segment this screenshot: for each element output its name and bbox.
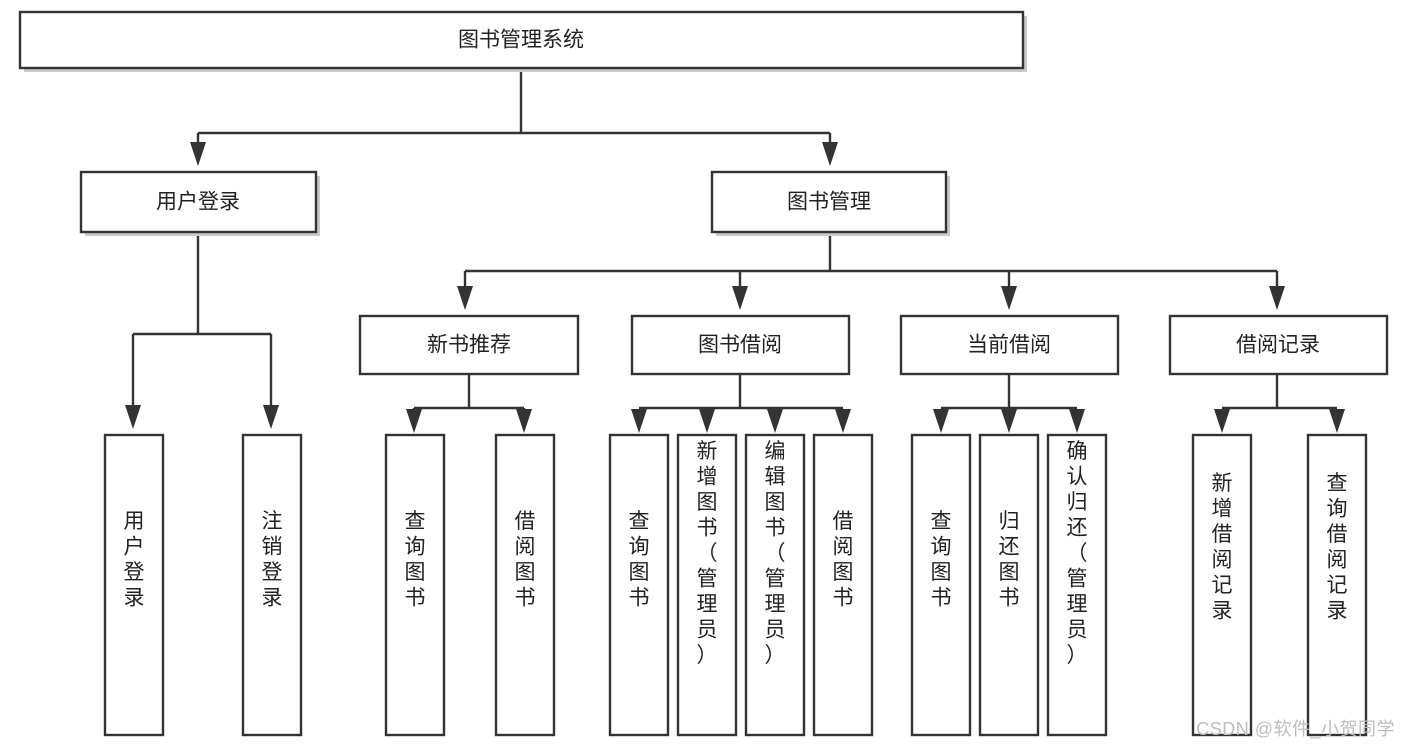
leaf-query-book-1-label: 查询图书 xyxy=(405,510,426,610)
book-borrow-box xyxy=(630,314,851,376)
arrow-root-to-user-login xyxy=(190,142,206,166)
node-leaf-edit-book[interactable]: 编辑图书（管理员） xyxy=(744,433,806,737)
arrow-bookmanage-child-1 xyxy=(457,286,473,310)
book-borrow-label: 图书借阅 xyxy=(698,334,782,357)
borrow-record-box xyxy=(1168,314,1389,376)
arrow-currentborrow-leaf-3 xyxy=(1069,409,1085,433)
leaf-return-book-label: 归还图书 xyxy=(999,510,1020,610)
arrow-newbook-leaf-2 xyxy=(516,409,532,433)
node-leaf-logout[interactable]: 注销登录 xyxy=(241,433,303,737)
user-login-box xyxy=(79,170,318,234)
user-login-label: 用户登录 xyxy=(156,191,240,214)
arrow-bookmanage-child-4 xyxy=(1269,286,1285,310)
arrow-bookborrow-leaf-2 xyxy=(699,409,715,433)
leaf-query-book-1-box xyxy=(384,433,446,737)
node-leaf-user-login[interactable]: 用户登录 xyxy=(103,433,165,737)
node-leaf-return-book[interactable]: 归还图书 xyxy=(978,433,1040,737)
arrow-borrowrecord-leaf-1 xyxy=(1214,409,1230,433)
leaf-borrow-book-1-label: 借阅图书 xyxy=(515,510,536,610)
leaf-query-record-label: 查询借阅记录 xyxy=(1327,472,1348,623)
leaf-add-book-box xyxy=(676,433,738,737)
node-current-borrow[interactable]: 当前借阅 xyxy=(899,314,1120,376)
node-leaf-borrow-book-1[interactable]: 借阅图书 xyxy=(494,433,556,737)
current-borrow-box xyxy=(899,314,1120,376)
arrow-userlogin-leaf-1 xyxy=(125,405,141,429)
arrow-root-to-book-manage xyxy=(822,142,838,166)
leaf-return-book-box xyxy=(978,433,1040,737)
leaf-query-record-box xyxy=(1306,433,1368,737)
leaf-query-book-3-label: 查询图书 xyxy=(931,510,952,610)
node-leaf-query-book-3[interactable]: 查询图书 xyxy=(910,433,972,737)
node-leaf-query-book-2[interactable]: 查询图书 xyxy=(608,433,670,737)
csdn-watermark: CSDN @软件_小贺同学 xyxy=(1196,719,1395,739)
node-book-manage[interactable]: 图书管理 xyxy=(710,170,950,236)
borrow-record-label: 借阅记录 xyxy=(1236,334,1320,357)
leaf-logout-label: 注销登录 xyxy=(262,510,283,610)
leaf-query-book-3-box xyxy=(910,433,972,737)
arrow-userlogin-leaf-2 xyxy=(263,405,279,429)
book-manage-label: 图书管理 xyxy=(787,191,871,214)
arrow-currentborrow-leaf-2 xyxy=(1001,409,1017,433)
book-manage-box xyxy=(710,170,948,234)
node-book-borrow[interactable]: 图书借阅 xyxy=(630,314,851,376)
leaf-edit-book-label: 编辑图书（管理员） xyxy=(765,440,786,667)
connector-layer xyxy=(125,68,1345,433)
node-root[interactable]: 图书管理系统 xyxy=(18,10,1027,72)
arrow-bookmanage-child-2 xyxy=(732,286,748,310)
leaf-borrow-book-1-box xyxy=(494,433,556,737)
root-label: 图书管理系统 xyxy=(458,29,584,52)
node-new-book-rec[interactable]: 新书推荐 xyxy=(358,314,580,376)
arrow-newbook-leaf-1 xyxy=(406,409,422,433)
root-box xyxy=(18,10,1025,70)
arrow-bookborrow-leaf-4 xyxy=(835,409,851,433)
leaf-borrow-book-2-box xyxy=(812,433,874,737)
new-book-rec-box xyxy=(358,314,580,376)
leaf-query-book-2-box xyxy=(608,433,670,737)
leaf-confirm-return-label: 确认归还（管理员） xyxy=(1067,440,1088,667)
leaf-query-book-2-label: 查询图书 xyxy=(629,510,650,610)
arrow-bookborrow-leaf-1 xyxy=(631,409,647,433)
arrow-borrowrecord-leaf-2 xyxy=(1329,409,1345,433)
leaf-borrow-book-2-label: 借阅图书 xyxy=(833,510,854,610)
new-book-rec-label: 新书推荐 xyxy=(427,334,511,357)
leaf-add-record-box xyxy=(1191,433,1253,737)
leaf-user-login-label: 用户登录 xyxy=(124,510,145,610)
node-user-login[interactable]: 用户登录 xyxy=(79,170,320,236)
leaf-logout-box xyxy=(241,433,303,737)
node-leaf-query-book-1[interactable]: 查询图书 xyxy=(384,433,446,737)
arrow-currentborrow-leaf-1 xyxy=(933,409,949,433)
leaf-add-record-label: 新增借阅记录 xyxy=(1212,472,1233,623)
leaf-confirm-return-box xyxy=(1046,433,1108,737)
current-borrow-label: 当前借阅 xyxy=(967,334,1051,357)
leaf-user-login-box xyxy=(103,433,165,737)
node-leaf-borrow-book-2[interactable]: 借阅图书 xyxy=(812,433,874,737)
arrow-bookborrow-leaf-3 xyxy=(767,409,783,433)
node-borrow-record[interactable]: 借阅记录 xyxy=(1168,314,1389,376)
leaf-edit-book-box xyxy=(744,433,806,737)
node-leaf-add-book[interactable]: 新增图书（管理员） xyxy=(676,433,738,737)
node-leaf-confirm-return[interactable]: 确认归还（管理员） xyxy=(1046,433,1108,737)
node-leaf-add-record[interactable]: 新增借阅记录 xyxy=(1191,433,1253,737)
node-leaf-query-record[interactable]: 查询借阅记录 xyxy=(1306,433,1368,737)
leaf-add-book-label: 新增图书（管理员） xyxy=(697,440,718,667)
arrow-bookmanage-child-3 xyxy=(1001,286,1017,310)
